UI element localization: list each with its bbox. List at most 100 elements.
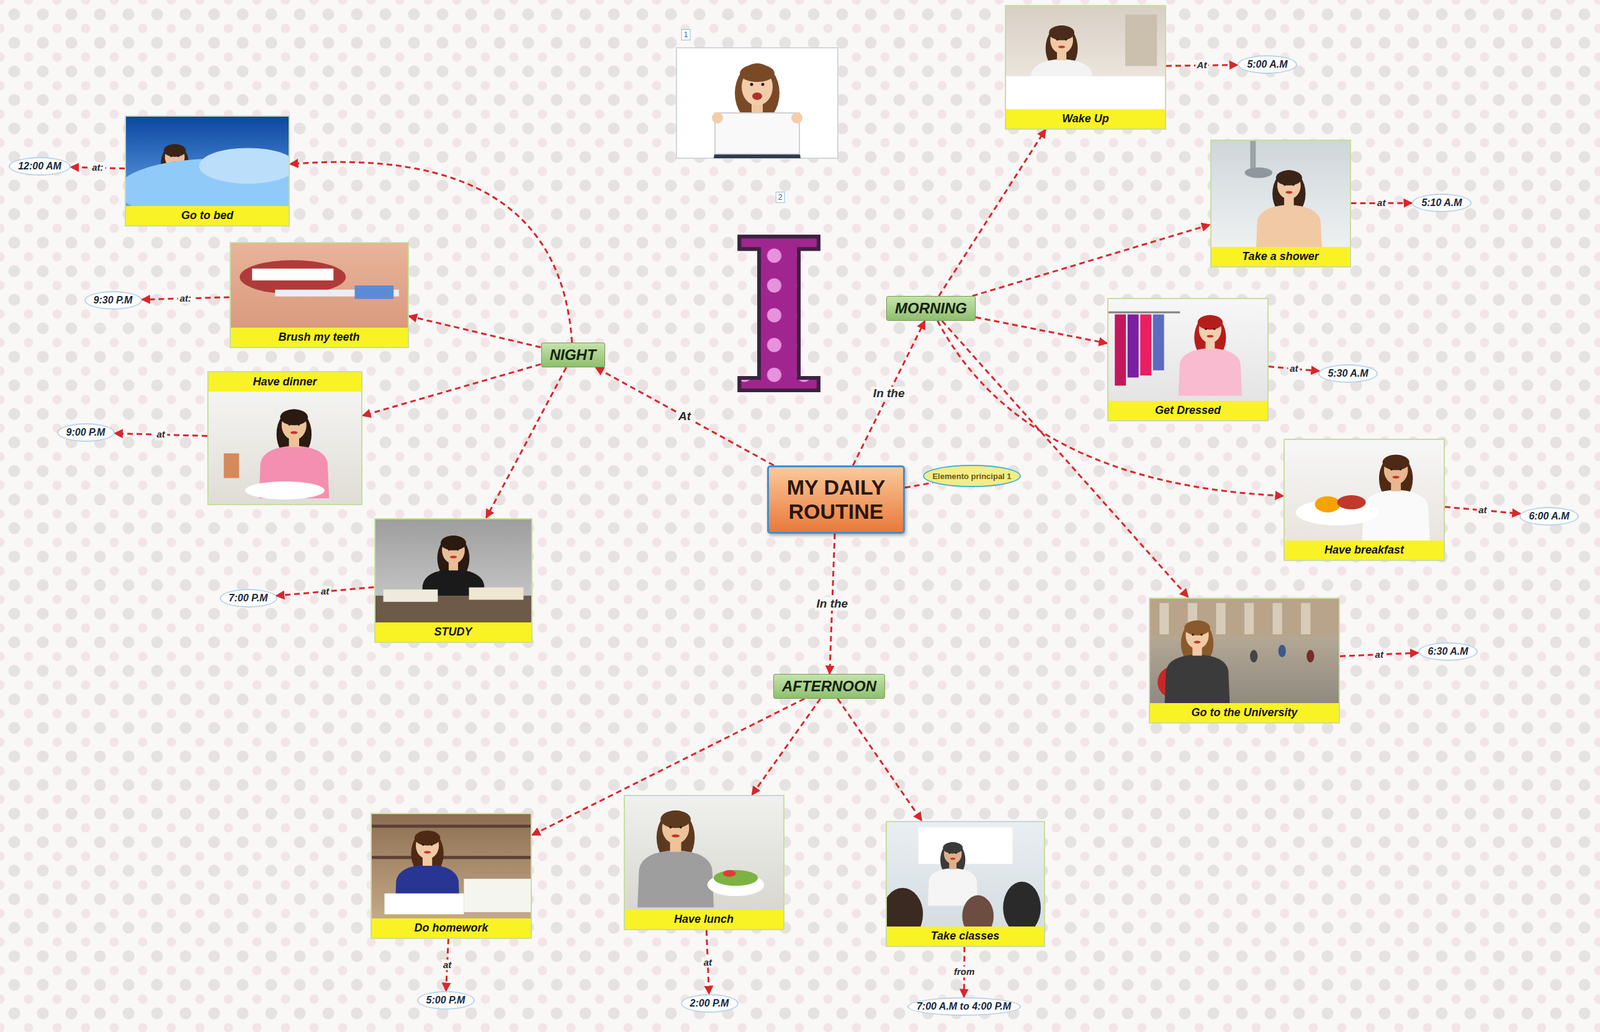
category-tag: AFTERNOON: [773, 674, 886, 699]
mouth: [1392, 475, 1400, 479]
photo-prop: [1125, 14, 1157, 66]
time-oval: 7:00 A.M to 4:00 P.M: [907, 997, 1021, 1016]
time-oval: 6:30 A.M: [1418, 642, 1478, 661]
picture-box: Get Dressed: [1107, 297, 1269, 422]
edge-label: at: [319, 586, 331, 598]
photo-prop: [1300, 602, 1311, 634]
photo-prop: [239, 260, 346, 294]
time-oval: 9:30 P.M: [84, 291, 143, 310]
photo-frame: [676, 47, 838, 159]
time-oval: 7:00 P.M: [219, 588, 278, 608]
caption-band: Have breakfast: [1284, 540, 1444, 560]
caption-text: Wake Up: [1061, 112, 1110, 126]
caption-text: Go to the University: [1191, 706, 1298, 720]
edge-label: at:: [89, 162, 105, 174]
edge-label: at: [1375, 197, 1388, 209]
eye: [177, 155, 180, 158]
callout-number: 1: [681, 29, 691, 41]
category-tag: MORNING: [886, 296, 976, 321]
callout-number: 2: [775, 191, 786, 203]
photo-prop: [384, 893, 464, 915]
node-text: Elemento principal 1: [932, 471, 1012, 481]
photo-illustration: [230, 243, 408, 328]
eye: [170, 155, 172, 158]
photo-background: [1108, 299, 1268, 401]
body: [1164, 654, 1231, 704]
picture-box: Have breakfast: [1283, 438, 1445, 562]
dashed-connector: [408, 315, 542, 348]
photo-prop: [1127, 314, 1139, 378]
body: [1255, 204, 1322, 248]
node-text: 7:00 P.M: [229, 592, 269, 604]
node-text: MY DAILY ROUTINE: [776, 475, 896, 524]
caption-band: Brush my teeth: [230, 327, 408, 347]
node-text: 7:00 A.M to 4:00 P.M: [916, 1001, 1012, 1013]
photo-illustration: [1211, 140, 1350, 248]
eye: [1204, 327, 1207, 330]
caption-band: STUDY: [375, 622, 532, 642]
node-text: 5:00 P.M: [426, 994, 466, 1007]
eye: [678, 826, 682, 829]
node-text: 5:10 A.M: [1421, 197, 1462, 209]
dashed-connector: [972, 224, 1211, 297]
caption-text: Have breakfast: [1324, 543, 1404, 557]
hair: [414, 830, 441, 846]
central-topic: MY DAILY ROUTINE: [767, 465, 905, 534]
photo-illustration: [371, 814, 531, 919]
hair: [1184, 620, 1210, 635]
edge-label: at: [1287, 363, 1300, 375]
photo-prop: [1006, 75, 1165, 109]
photo-prop: [1336, 495, 1366, 510]
eye: [1056, 37, 1059, 40]
caption-band: Take classes: [886, 926, 1044, 946]
dashed-connector: [939, 129, 1046, 297]
edge-label: from: [952, 966, 977, 978]
photo-background: [208, 391, 362, 504]
caption-band: Do homework: [371, 918, 531, 938]
photo-prop: [1306, 649, 1314, 663]
photo-prop: [463, 878, 531, 913]
eye: [1390, 467, 1393, 471]
photo-prop: [354, 285, 394, 300]
node-text: 5:00 A.M: [1246, 58, 1288, 71]
decorative-letter: I: [729, 211, 828, 423]
eye: [287, 423, 291, 426]
hair: [739, 64, 775, 82]
hair: [163, 143, 187, 158]
body: [1178, 348, 1242, 396]
node-text: 9:30 P.M: [93, 294, 133, 306]
mouth: [1058, 45, 1066, 48]
caption-band: Go to the University: [1150, 703, 1339, 723]
node-text: 5:30 A.M: [1327, 368, 1368, 380]
picture-box: Have dinner: [207, 371, 363, 506]
caption-band: Have lunch: [624, 909, 784, 930]
mouth: [1285, 191, 1293, 194]
caption-text: Have lunch: [674, 912, 734, 926]
photo-prop: [1315, 495, 1341, 513]
caption-text: Brush my teeth: [278, 330, 360, 344]
eye: [1191, 633, 1194, 635]
time-oval: 5:00 P.M: [417, 991, 475, 1010]
edge-label: In the: [814, 597, 851, 611]
photo-illustration: [125, 116, 289, 207]
picture-box: Wake Up: [1004, 4, 1167, 130]
mouth: [423, 850, 431, 854]
hair: [1275, 170, 1302, 185]
eye: [297, 423, 300, 426]
eye: [456, 548, 459, 550]
caption-text: Take classes: [930, 929, 1000, 943]
picture-box: Go to the University: [1148, 597, 1340, 724]
eye: [955, 852, 958, 854]
node-text: 6:00 A.M: [1528, 510, 1569, 522]
hair: [1048, 25, 1075, 41]
photo-prop: [1278, 644, 1286, 657]
caption-text: STUDY: [433, 625, 472, 639]
photo-prop: [961, 894, 994, 926]
hair: [1382, 454, 1410, 470]
photo-prop: [1153, 314, 1165, 370]
eye: [1213, 327, 1216, 330]
photo-prop: [468, 587, 524, 600]
picture-box: Do homework: [370, 813, 532, 940]
edge-label: at:: [178, 292, 194, 304]
photo-prop: [1244, 167, 1273, 179]
